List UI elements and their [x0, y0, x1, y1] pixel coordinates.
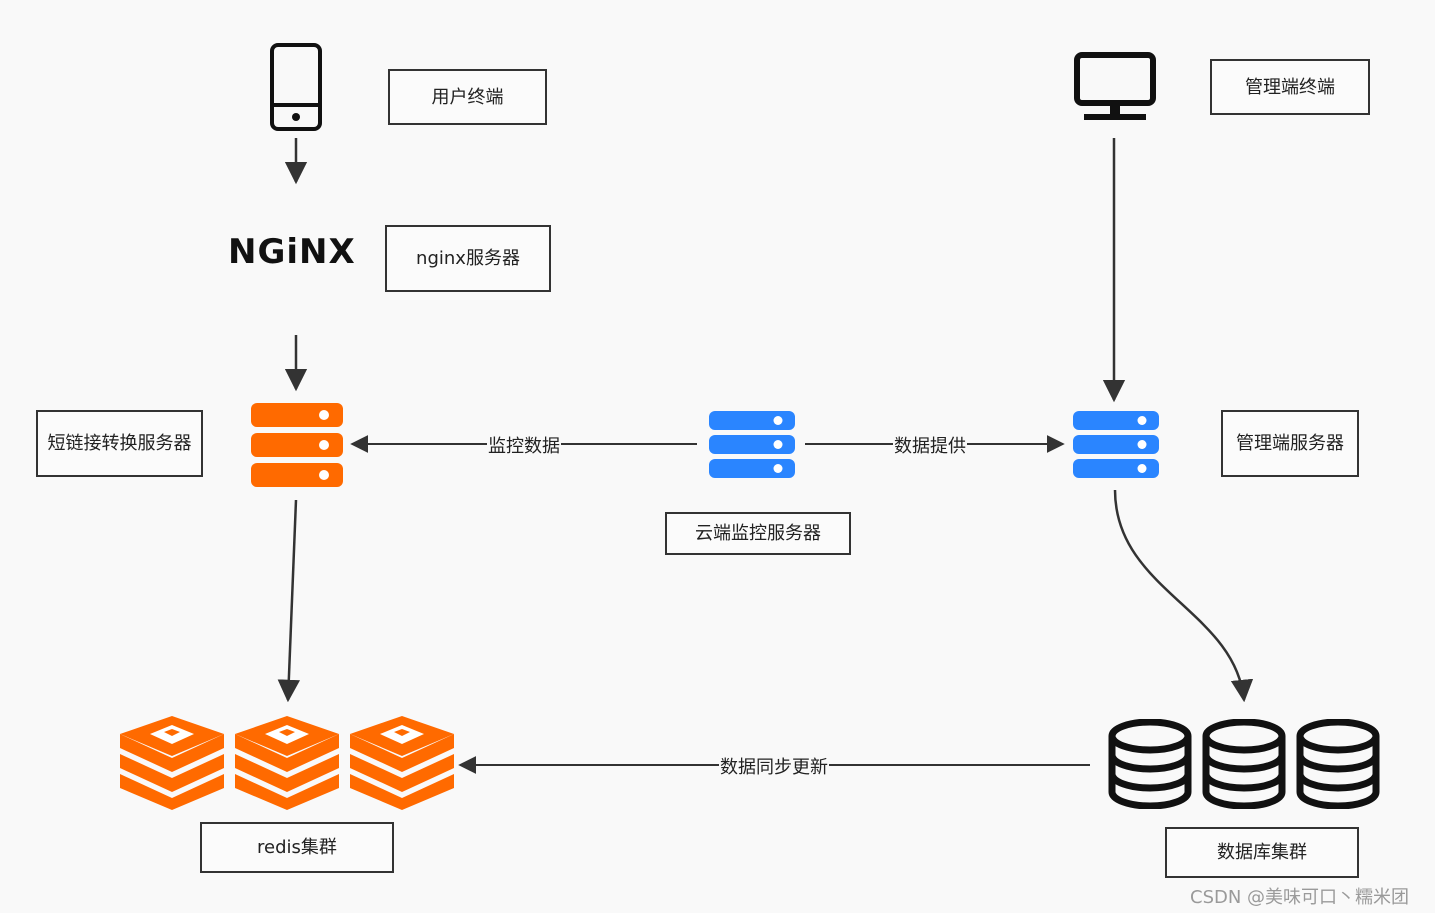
admin-server-label: 管理端服务器: [1221, 410, 1359, 477]
edge-label-data-provide: 数据提供: [893, 432, 967, 458]
nginx-server-label: nginx服务器: [385, 225, 551, 292]
database-cluster-icon: [1108, 719, 1382, 809]
redis-cluster-label: redis集群: [200, 822, 394, 873]
shortlink-server-icon: [251, 403, 343, 487]
redis-cluster-icon: [120, 716, 454, 810]
user-terminal-label: 用户终端: [388, 69, 547, 125]
mobile-phone-icon: [270, 43, 322, 131]
edge-admin-to-db: [1113, 489, 1254, 703]
nginx-logo: NGiNX: [228, 232, 356, 272]
watermark: CSDN @美味可口丶糯米团: [1190, 887, 1410, 908]
admin-server-icon: [1073, 411, 1159, 478]
edge-label-monitor-data: 监控数据: [487, 432, 561, 458]
cloud-monitor-server-icon: [709, 411, 795, 478]
db-cluster-label: 数据库集群: [1165, 827, 1359, 878]
edge-shortlink-to-redis: [277, 499, 301, 703]
cloud-monitor-server-label: 云端监控服务器: [665, 512, 851, 555]
shortlink-server-label: 短链接转换服务器: [36, 410, 203, 477]
desktop-monitor-icon: [1074, 52, 1156, 120]
edge-label-data-sync: 数据同步更新: [719, 753, 829, 779]
admin-terminal-label: 管理端终端: [1210, 59, 1370, 115]
